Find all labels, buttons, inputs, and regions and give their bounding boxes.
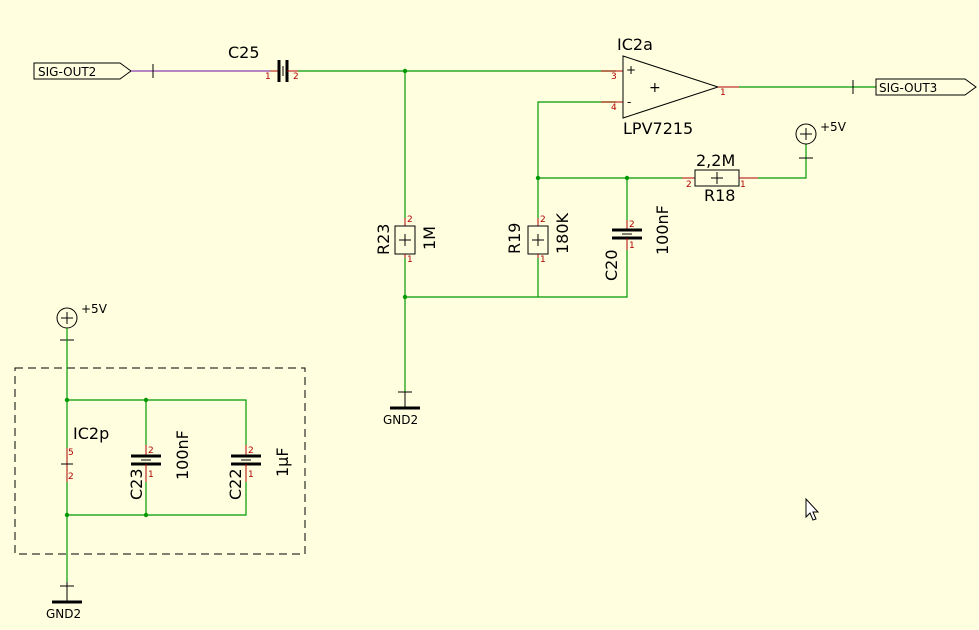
ic2p-pin-bottom: 2 [68, 472, 74, 482]
arrow-pointer-icon [805, 497, 820, 521]
capacitor-c25[interactable]: 1 2 C25 [228, 43, 299, 82]
c25-pin2: 2 [293, 72, 299, 82]
c22-pin1: 1 [248, 470, 254, 480]
junction [402, 68, 408, 74]
opamp-power-ic2p[interactable]: 5 2 IC2p [61, 424, 109, 482]
junction [624, 175, 630, 181]
r18-value: 2,2M [696, 151, 735, 170]
ground-symbol-center[interactable]: GND2 [383, 391, 420, 427]
power-block-outline [14, 367, 306, 555]
r23-ref: R23 [374, 224, 393, 255]
capacitor-c22[interactable]: 2 1 C22 1µF [226, 445, 292, 500]
junction [402, 294, 408, 300]
c23-pin2: 2 [148, 446, 154, 456]
opamp-ref: IC2a [617, 35, 653, 54]
junction [143, 512, 149, 518]
junction [535, 175, 541, 181]
wire-bottom-node[interactable] [405, 250, 628, 298]
opamp-sign-plus: + [626, 63, 636, 77]
r19-value: 180K [553, 212, 572, 254]
wire-decoupling-bottom[interactable] [67, 482, 247, 516]
opamp-value: LPV7215 [623, 119, 693, 138]
opamp-pin-plus: 3 [611, 72, 617, 82]
opamp-body-mark: + [649, 80, 661, 96]
c23-value: 100nF [173, 430, 192, 480]
c22-ref: C22 [226, 468, 245, 500]
gnd-center-label: GND2 [383, 413, 418, 427]
c25-pin1: 1 [265, 72, 271, 82]
r23-pin1: 1 [407, 255, 413, 265]
ic2p-pin-top: 5 [68, 448, 74, 458]
r23-pin2: 2 [407, 215, 413, 225]
c23-ref: C23 [127, 468, 146, 500]
c23-pin1: 1 [148, 470, 154, 480]
c25-ref: C25 [228, 43, 260, 62]
c22-value: 1µF [273, 447, 292, 477]
junction [64, 397, 70, 403]
r18-pin1: 1 [740, 180, 746, 190]
net-label-sig-out2-text: SIG-OUT2 [38, 65, 96, 79]
opamp-pin-minus: 4 [611, 103, 617, 113]
c22-pin2: 2 [248, 446, 254, 456]
ground-symbol-left[interactable]: GND2 [46, 582, 82, 621]
wire-decoupling-top[interactable] [67, 399, 247, 445]
c20-ref: C20 [602, 249, 621, 281]
resistor-r23[interactable]: 2 1 R23 1M [374, 215, 439, 265]
r18-ref: R18 [704, 186, 735, 205]
ic2p-ref: IC2p [73, 424, 109, 443]
c20-pin1: 1 [629, 241, 635, 251]
net-label-sig-out2[interactable]: SIG-OUT2 [33, 62, 132, 80]
vcc-left-label: +5V [81, 302, 108, 316]
opamp-sign-minus: - [627, 95, 631, 109]
capacitor-c20[interactable]: 2 1 C20 100nF [602, 205, 672, 281]
r19-pin2: 2 [540, 215, 546, 225]
r19-pin1: 1 [540, 255, 546, 265]
vcc-right-label: +5V [820, 120, 847, 134]
resistor-r19[interactable]: 2 1 R19 180K [505, 212, 572, 265]
r23-value: 1M [420, 226, 439, 250]
junction [64, 512, 70, 518]
c20-pin2: 2 [629, 220, 635, 230]
r19-ref: R19 [505, 223, 524, 254]
r18-pin2: 2 [686, 180, 692, 190]
net-label-sig-out3-text: SIG-OUT3 [879, 81, 937, 95]
wire-feedback[interactable] [537, 101, 616, 218]
wire-r18-to-vcc[interactable] [758, 144, 807, 179]
opamp-pin-out: 1 [720, 88, 726, 98]
opamp-ic2a[interactable]: 3 4 1 + - + IC2a LPV7215 [601, 35, 739, 138]
gnd-left-label: GND2 [46, 607, 81, 621]
junction [143, 397, 149, 403]
c20-value: 100nF [653, 205, 672, 255]
net-label-sig-out3[interactable]: SIG-OUT3 [875, 78, 977, 96]
power-symbol-vcc-left[interactable]: +5V [56, 302, 108, 341]
power-symbol-vcc-right[interactable]: +5V [795, 120, 847, 159]
capacitor-c23[interactable]: 2 1 C23 100nF [127, 430, 192, 500]
resistor-r18[interactable]: 2 1 2,2M R18 [682, 151, 758, 205]
